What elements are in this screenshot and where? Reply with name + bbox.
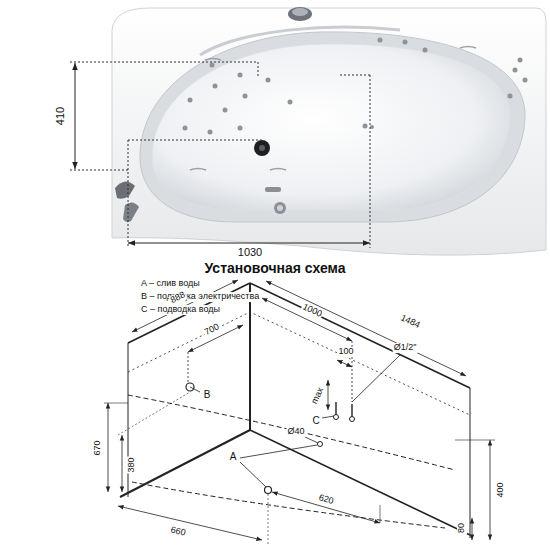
pipe-diameter: Ø40 bbox=[286, 427, 305, 437]
scheme-title: Установочная схема bbox=[203, 260, 348, 276]
callout-letter: B bbox=[203, 389, 212, 400]
dimension: 100 bbox=[337, 347, 354, 357]
dimension: 410 bbox=[54, 106, 66, 126]
dimension: 700 bbox=[202, 322, 222, 338]
callout-letter: A bbox=[229, 451, 238, 462]
installation-scheme bbox=[104, 280, 495, 544]
dimension: 400 bbox=[496, 481, 506, 498]
legend-note: A – слив воды bbox=[140, 279, 201, 289]
pipe-diameter: Ø1/2" bbox=[393, 343, 418, 353]
callout-letter: C bbox=[311, 415, 320, 426]
legend-note: B – подводка электричества bbox=[140, 292, 260, 302]
dimension-lines bbox=[70, 62, 370, 248]
dimension: 670 bbox=[93, 439, 103, 456]
dimension: 1000 bbox=[300, 302, 324, 320]
dimension: 1030 bbox=[237, 246, 263, 258]
dimension: 380 bbox=[127, 456, 137, 473]
dimension: 1484 bbox=[398, 313, 422, 331]
dimension: 620 bbox=[316, 493, 335, 507]
dimension: 660 bbox=[169, 525, 188, 538]
dimension: 80 bbox=[457, 522, 467, 534]
bathtub-picture bbox=[112, 7, 546, 255]
legend-note: C – подводка воды bbox=[140, 305, 221, 315]
dimension: max bbox=[309, 385, 326, 406]
